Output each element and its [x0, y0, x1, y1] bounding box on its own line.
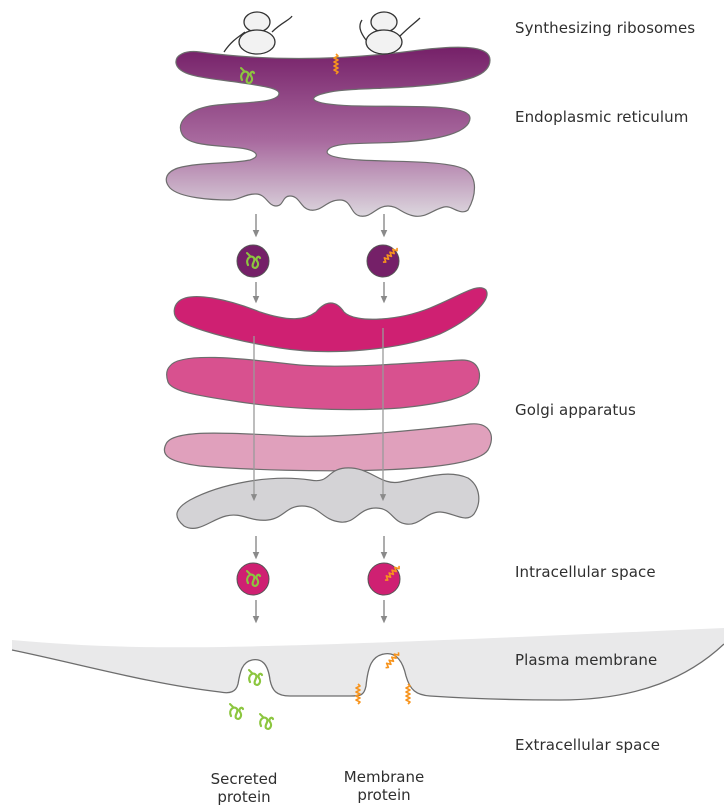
er-vesicle-right [367, 245, 399, 277]
golgi-cisterna-2 [167, 357, 480, 409]
endoplasmic-reticulum [166, 47, 490, 216]
golgi-cisterna-1 [174, 288, 487, 352]
ribosome-left [224, 12, 292, 54]
label-ribosomes: Synthesizing ribosomes [515, 19, 695, 37]
arrows-to-membrane [256, 600, 384, 620]
arrows-to-golgi [256, 282, 384, 300]
caption-secreted-protein: Secreted protein [184, 770, 304, 806]
arrows-golgi-out [256, 536, 384, 556]
golgi-cisterna-4 [177, 468, 479, 529]
label-extracellular: Extracellular space [515, 736, 660, 754]
label-golgi: Golgi apparatus [515, 401, 636, 419]
membrane-protein-embedded-right [406, 684, 410, 704]
exocytosed-protein [249, 670, 262, 685]
label-intracellular: Intracellular space [515, 563, 656, 581]
arrows-er [256, 214, 384, 234]
secreted-proteins-extracellular [230, 704, 273, 729]
ribosome-right [360, 12, 420, 54]
er-vesicle-left [237, 245, 269, 277]
golgi-apparatus [164, 288, 491, 529]
golgi-vesicle-right [368, 563, 400, 595]
label-er: Endoplasmic reticulum [515, 108, 688, 126]
label-plasma-membrane: Plasma membrane [515, 651, 657, 669]
golgi-vesicle-left [237, 563, 269, 595]
caption-membrane-protein: Membrane protein [324, 768, 444, 804]
golgi-cisterna-3 [164, 424, 491, 471]
